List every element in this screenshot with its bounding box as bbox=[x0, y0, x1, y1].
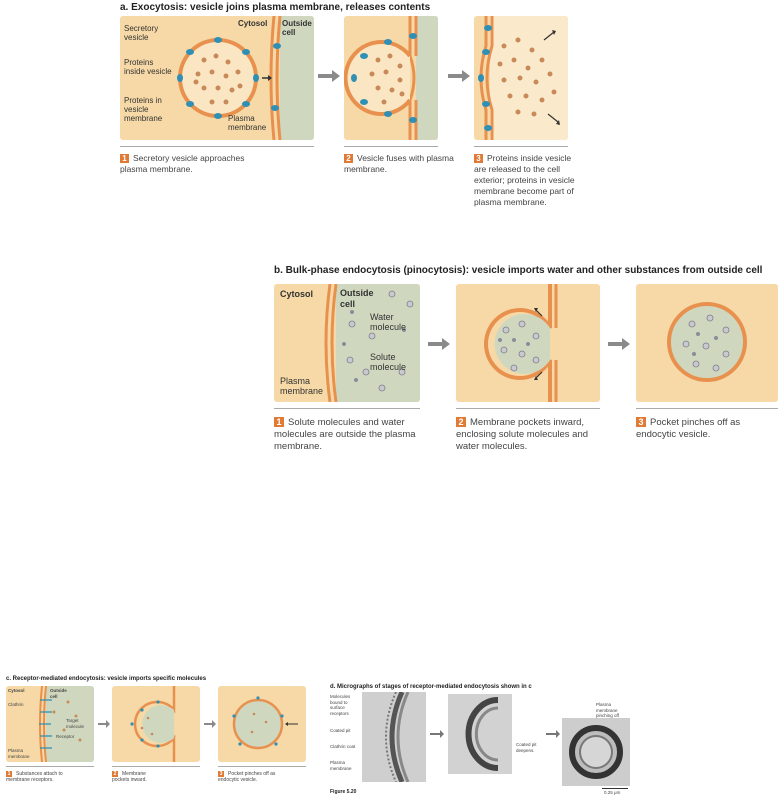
pinocytosis-stage2-illustration bbox=[484, 284, 558, 402]
receptor-stage3-illustration bbox=[232, 696, 298, 750]
step-arrow bbox=[204, 720, 216, 728]
caption-bracket bbox=[6, 766, 94, 767]
step-text: Pocket pinches off as endocytic vesicle. bbox=[218, 771, 276, 783]
receptor-stage2 bbox=[112, 686, 200, 762]
molecules-bound-label: Molecules bound to surface receptors bbox=[330, 694, 351, 716]
clathrin-label: Clathrin bbox=[8, 702, 24, 707]
step-arrow bbox=[98, 720, 110, 728]
step-text: Membrane pockets inward, enclosing solut… bbox=[456, 417, 589, 452]
caption-bracket bbox=[636, 408, 778, 409]
caption-bracket bbox=[274, 408, 420, 409]
step-number: 3 bbox=[636, 417, 646, 427]
step-text: Vesicle fuses with plasma membrane. bbox=[344, 153, 454, 174]
caption-bracket bbox=[474, 146, 568, 147]
caption-bracket bbox=[344, 146, 438, 147]
step-number: 1 bbox=[120, 154, 129, 163]
step-number: 2 bbox=[456, 417, 466, 427]
receptor-stage2-illustration bbox=[130, 686, 176, 762]
outside-cell-label: Outside cell bbox=[282, 19, 312, 37]
micrograph-stage3-image bbox=[562, 718, 630, 786]
pinocytosis-stage1-illustration bbox=[324, 284, 420, 402]
solute-molecule-label: Solute molecule bbox=[370, 352, 407, 372]
caption-bracket bbox=[120, 146, 314, 147]
pinocytosis-stage3-illustration bbox=[667, 302, 747, 382]
step-text: Solute molecules and water molecules are… bbox=[274, 417, 416, 452]
plasma-membrane-label: Plasma membrane bbox=[8, 748, 30, 759]
cytosol-label: Cytosol bbox=[8, 688, 25, 693]
exocytosis-stage1: Secretory vesicle Proteins inside vesicl… bbox=[120, 16, 314, 140]
exocytosis-stage3 bbox=[474, 16, 568, 140]
coated-pit-deepens-label: Coated pit deepens. bbox=[516, 742, 537, 753]
micrograph-stage2-image bbox=[448, 694, 512, 774]
cytosol-label: Cytosol bbox=[238, 19, 268, 28]
clathrin-coat-label: Clathrin coat bbox=[330, 744, 356, 749]
panel-d-title: d. Micrographs of stages of receptor-med… bbox=[330, 684, 532, 690]
step-arrow bbox=[608, 338, 630, 350]
coated-pit-label: Coated pit bbox=[330, 728, 351, 733]
step-number: 3 bbox=[474, 154, 483, 163]
proteins-membrane-label: Proteins in vesicle membrane bbox=[124, 96, 163, 123]
micrograph-stage2 bbox=[448, 694, 512, 774]
micrograph-stage1-image bbox=[362, 692, 426, 782]
panel-b-title: b. Bulk-phase endocytosis (pinocytosis):… bbox=[274, 265, 763, 276]
micrograph-stage3 bbox=[562, 718, 630, 786]
plasma-membrane-label: Plasma membrane bbox=[228, 114, 267, 132]
caption-bracket bbox=[456, 408, 600, 409]
cytosol-label: Cytosol bbox=[280, 289, 314, 299]
receptor-stage1-illustration bbox=[39, 686, 94, 762]
plasma-membrane-label: Plasma membrane bbox=[330, 760, 352, 771]
step-number: 2 bbox=[112, 771, 118, 777]
receptor-stage3 bbox=[218, 686, 306, 762]
pinocytosis-stage1: Cytosol Outside cell Water molecule Solu… bbox=[274, 284, 420, 402]
step-text: Membrane pockets inward. bbox=[112, 771, 147, 783]
figure-label: Figure 5.20 bbox=[330, 789, 357, 795]
outside-cell-label: Outside cell bbox=[50, 688, 67, 699]
step-arrow bbox=[318, 70, 340, 82]
pinocytosis-stage2 bbox=[456, 284, 600, 402]
plasma-membrane-pinching-label: Plasma membrane pinching off bbox=[596, 702, 619, 718]
scale-bar-label: 0.25 μm bbox=[604, 790, 621, 795]
target-molecule-label: Target molecule bbox=[66, 718, 85, 729]
receptor-stage1: Cytosol Outside cell Clathrin Target mol… bbox=[6, 686, 94, 762]
plasma-membrane-label: Plasma membrane bbox=[280, 376, 324, 396]
step-arrow bbox=[546, 730, 560, 738]
panel-c-title: c. Receptor-mediated endocytosis: vesicl… bbox=[6, 676, 207, 682]
water-molecule-label: Water molecule bbox=[370, 312, 407, 332]
proteins-inside-label: Proteins inside vesicle bbox=[124, 58, 172, 76]
step-text: Secretory vesicle approaches plasma memb… bbox=[120, 153, 245, 174]
step-number: 2 bbox=[344, 154, 353, 163]
step-number: 3 bbox=[218, 771, 224, 777]
receptor-label: Receptor bbox=[56, 734, 75, 739]
step-number: 1 bbox=[274, 417, 284, 427]
secretory-vesicle-label: Secretory vesicle bbox=[124, 24, 159, 42]
exocytosis-stage3-illustration bbox=[478, 16, 568, 140]
step-arrow bbox=[430, 730, 444, 738]
pinocytosis-stage3 bbox=[636, 284, 778, 402]
step-text: Substances attach to membrane receptors. bbox=[6, 771, 63, 783]
exocytosis-stage1-illustration bbox=[177, 16, 314, 140]
caption-bracket bbox=[112, 766, 200, 767]
exocytosis-stage2 bbox=[344, 16, 438, 140]
step-arrow bbox=[428, 338, 450, 350]
panel-a-title: a. Exocytosis: vesicle joins plasma memb… bbox=[120, 2, 431, 13]
caption-bracket bbox=[218, 766, 306, 767]
step-text: Proteins inside vesicle are released to … bbox=[474, 153, 575, 207]
outside-cell-label: Outside cell bbox=[340, 288, 374, 309]
step-number: 1 bbox=[6, 771, 12, 777]
exocytosis-stage2-illustration bbox=[344, 16, 438, 140]
step-text: Pocket pinches off as endocytic vesicle. bbox=[636, 417, 741, 440]
scale-bar bbox=[602, 788, 628, 789]
step-arrow bbox=[448, 70, 470, 82]
micrograph-stage1 bbox=[362, 692, 426, 782]
